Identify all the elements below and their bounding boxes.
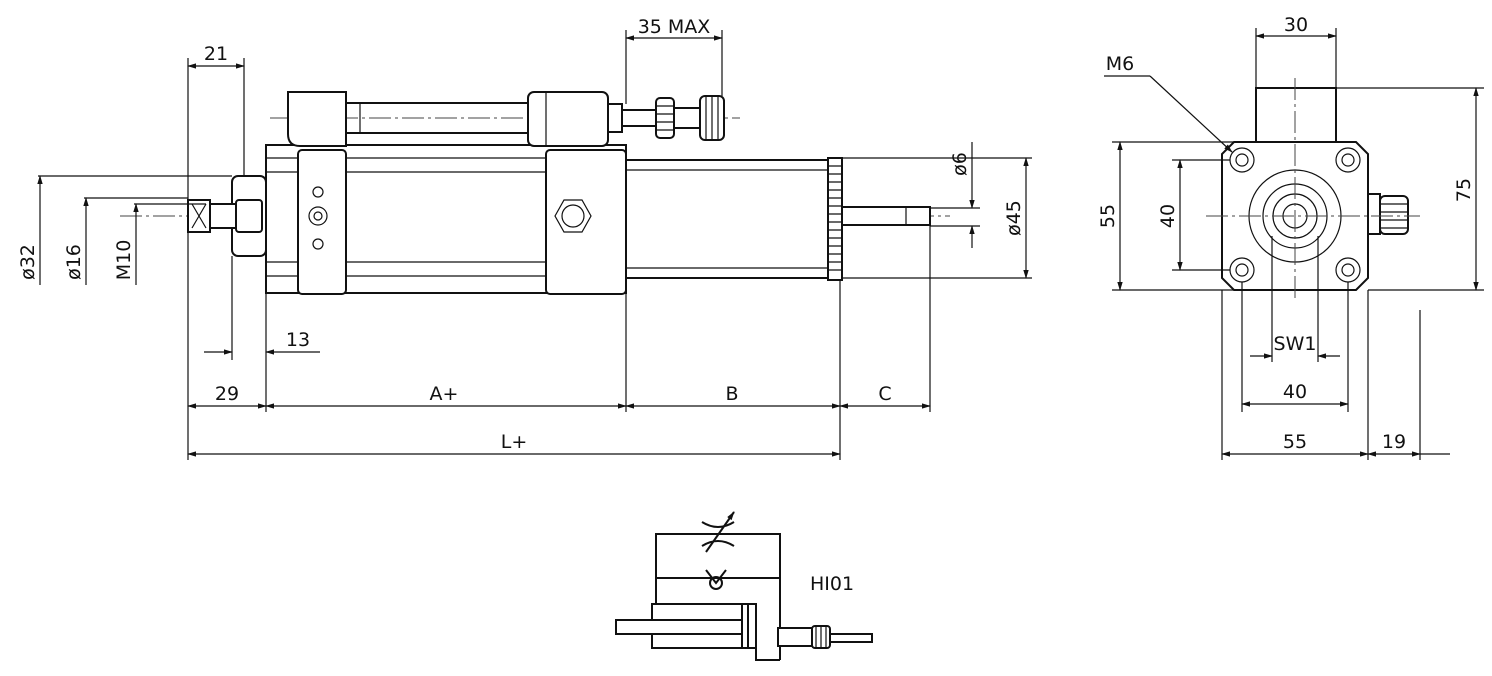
bolt-top-right: [1335, 147, 1361, 173]
dim-label-55-vertical: 55: [1097, 204, 1119, 228]
throttle-adjust-arrow: [705, 511, 735, 553]
port-lower: [312, 238, 324, 250]
dim-label-55-horizontal: 55: [1283, 431, 1307, 453]
dim-label-d16: ø16: [63, 244, 85, 280]
dim-label-c: C: [878, 383, 891, 405]
dim-label-b: B: [725, 383, 738, 405]
symbol-adjust-body: [777, 627, 813, 647]
dim-label-a: A+: [430, 383, 459, 405]
dim-label-d32: ø32: [17, 244, 39, 280]
throttle-bottom-arc: [701, 540, 735, 547]
port-upper: [312, 186, 324, 198]
dim-label-29: 29: [215, 383, 239, 405]
end-view: [1206, 78, 1420, 300]
dim-label-m10: M10: [113, 240, 135, 281]
dim-label-30: 30: [1284, 14, 1308, 36]
dim-label-35max: 35 MAX: [638, 16, 711, 38]
rod-holder-front: [287, 91, 347, 147]
cylinder-barrel: [625, 159, 829, 279]
check-valve-seat: [705, 569, 727, 585]
front-block: [297, 149, 347, 295]
dim-label-m6: M6: [1106, 53, 1134, 75]
side-dimensions: 21 35 MAX ø32 ø16 M10 ø6 ø45 13: [17, 16, 1032, 460]
dim-label-75: 75: [1453, 178, 1475, 202]
dim-label-d6: ø6: [949, 152, 971, 176]
lock-nut: [655, 97, 675, 139]
rear-stub: [841, 206, 931, 226]
symbol-adjust-stem: [829, 633, 873, 643]
adjust-shaft: [621, 109, 657, 127]
check-valve-ball: [709, 576, 723, 590]
rod-bushing: [235, 199, 263, 233]
side-fitting-base: [1367, 193, 1381, 235]
dim-label-l: L+: [501, 431, 528, 453]
side-fitting-knob: [1379, 195, 1409, 235]
end-top-block: [1255, 87, 1337, 145]
symbol-piston-rod: [615, 619, 743, 635]
throttle-top-arc: [701, 521, 735, 528]
side-view: [120, 91, 950, 295]
rear-block: [545, 149, 627, 295]
dim-label-40-vertical: 40: [1157, 204, 1179, 228]
symbol-return-line: [755, 648, 780, 661]
dim-label-13: 13: [286, 329, 310, 351]
hydraulic-symbol: HI01: [615, 511, 873, 661]
dim-label-d45: ø45: [1003, 200, 1025, 236]
hex-screw: [554, 199, 592, 233]
dim-label-21: 21: [204, 43, 228, 65]
rod-holder-rear: [527, 91, 609, 147]
adjust-thread: [673, 107, 701, 129]
dim-label-40-horizontal: 40: [1283, 381, 1307, 403]
end-dimensions: 30 M6 55 40 75 SW1 40: [1097, 14, 1484, 460]
symbol-code: HI01: [810, 573, 854, 595]
adjust-nut-a: [607, 103, 623, 133]
dim-label-sw1: SW1: [1274, 333, 1317, 355]
dim-label-19: 19: [1382, 431, 1406, 453]
port-main: [308, 206, 328, 226]
